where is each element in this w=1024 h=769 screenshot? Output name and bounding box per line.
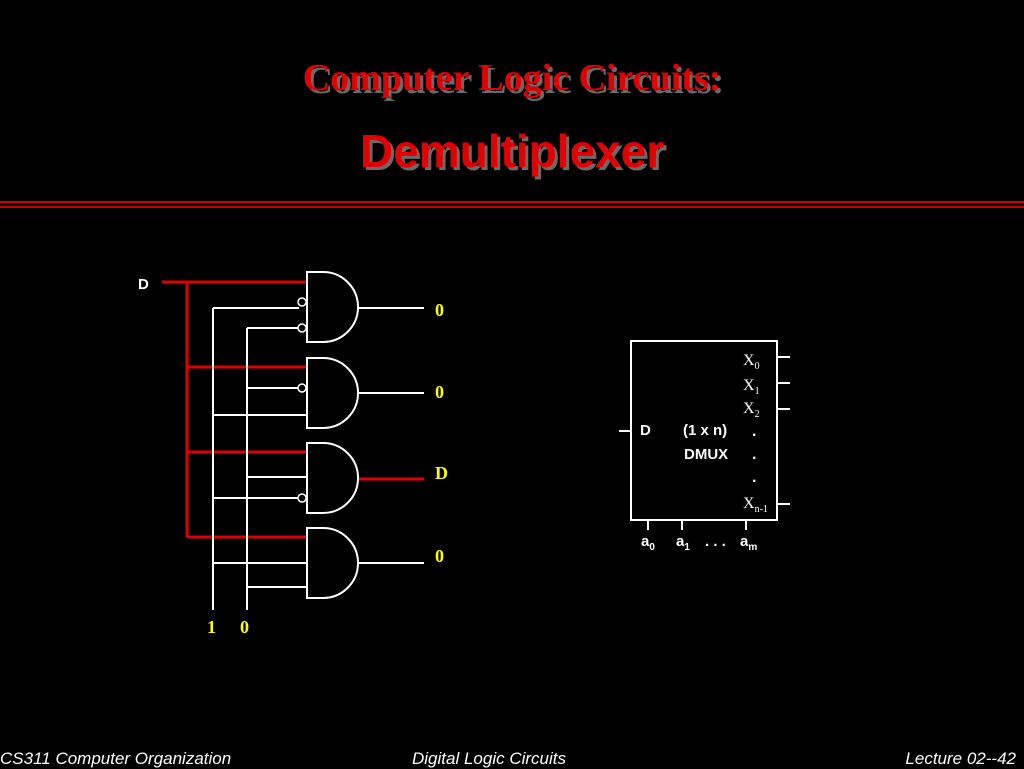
and-gate-2: [306, 442, 359, 514]
select-value-a1: 1: [207, 617, 216, 637]
and-gate-0: [306, 271, 359, 343]
dmux-output-x2: X2: [743, 400, 760, 420]
footer-course: CS311 Computer Organization: [0, 749, 232, 768]
dmux-name-label: DMUX: [684, 446, 728, 463]
inverter-bubbles: [297, 297, 307, 503]
output-values: 0 0 D 0: [435, 300, 448, 566]
dmux-size-label: (1 x n): [683, 422, 727, 439]
output-value-1: 0: [435, 382, 444, 402]
title-divider-bottom: [0, 206, 1024, 208]
dmux-select-a0: a0: [641, 533, 655, 553]
and-gate-1: [306, 357, 359, 429]
inverter-bubble: [297, 383, 307, 393]
dmux-input-label: D: [640, 422, 651, 439]
svg-text:.: .: [752, 469, 756, 486]
inverter-bubble: [297, 493, 307, 503]
footer-lecture: Lecture 02--42: [905, 749, 1016, 768]
svg-text:.: .: [752, 423, 756, 440]
slide-subtitle: Demultiplexer: [359, 125, 665, 177]
slide-title: Computer Logic Circuits:: [302, 57, 722, 99]
dmux-select-a1: a1: [676, 533, 690, 553]
dmux-output-labels: X0 X1 X2 Xn-1: [743, 352, 768, 515]
svg-text:.: .: [752, 446, 756, 463]
output-value-3: 0: [435, 546, 444, 566]
dmux-select-labels: a0 a1 . . . am: [641, 533, 757, 553]
dmux-output-x1: X1: [743, 377, 760, 397]
select-wires: [212, 307, 424, 610]
select-values: 1 0: [207, 617, 249, 637]
dmux-pins: [619, 356, 790, 530]
dmux-output-xn1: Xn-1: [743, 495, 768, 515]
inverter-bubble: [297, 297, 307, 307]
dmux-dots: . . .: [752, 423, 756, 486]
footer-topic: Digital Logic Circuits: [412, 749, 566, 768]
output-value-0: 0: [435, 300, 444, 320]
title-divider-top: [0, 201, 1024, 203]
and-gate-3: [306, 527, 359, 599]
circuit-input-label: D: [138, 276, 149, 293]
output-value-2: D: [435, 463, 448, 483]
dmux-center-labels: D (1 x n) DMUX: [640, 422, 728, 463]
dmux-select-ellipsis: . . .: [705, 533, 726, 550]
dmux-select-am: am: [740, 533, 757, 553]
select-value-a0: 0: [240, 617, 249, 637]
and-gates: [306, 271, 359, 599]
gate-circuit: D: [138, 271, 448, 637]
dmux-block: X0 X1 X2 Xn-1 . . . D (1 x n) DMUX a0 a1…: [619, 340, 790, 553]
dmux-output-x0: X0: [743, 352, 760, 372]
inverter-bubble: [297, 323, 307, 333]
